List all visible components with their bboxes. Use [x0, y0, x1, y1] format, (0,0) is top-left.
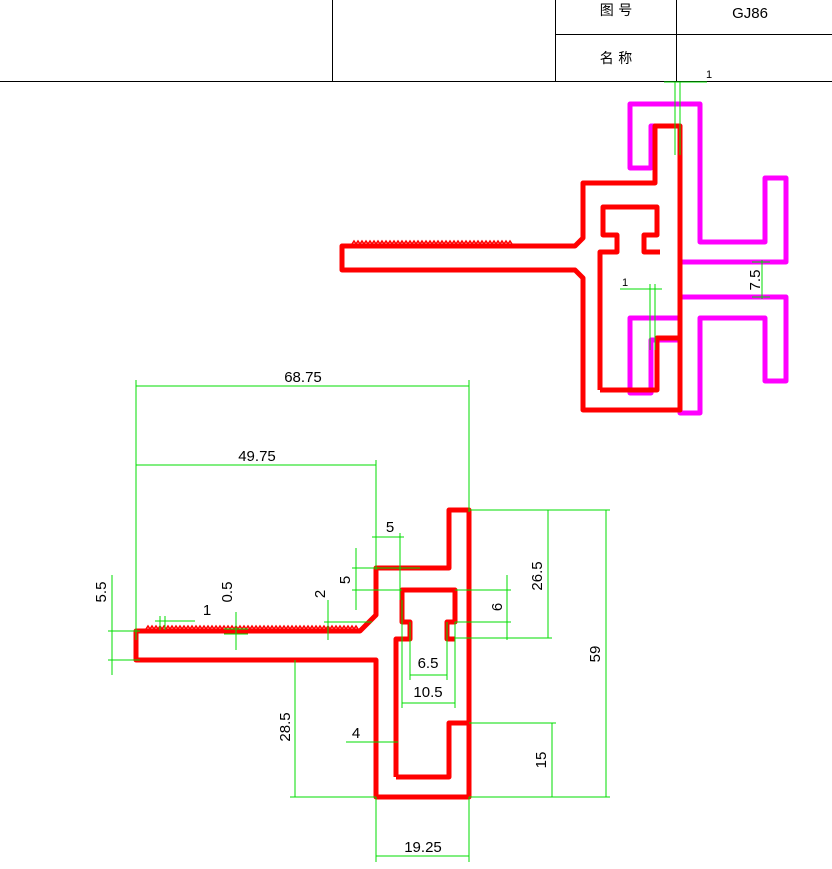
serration-section — [145, 624, 359, 631]
assembly-view: 1 1 7.5 — [339, 69, 789, 416]
dim-19-25-text: 19.25 — [404, 839, 442, 856]
dim-28-5-text: 28.5 — [277, 712, 294, 741]
dim-49-75-text: 49.75 — [238, 448, 276, 465]
profile-assembly-inner-channel — [597, 204, 680, 393]
dim-6-5-text: 6.5 — [418, 655, 439, 672]
dim-2-text: 2 — [312, 590, 329, 598]
dim-0-5-text: 0.5 — [219, 582, 236, 603]
dim-15-text: 15 — [533, 752, 550, 769]
dim-1-mid-text: 1 — [622, 277, 628, 289]
drawing-number-label: 图 号 — [600, 3, 632, 19]
dim-68-75-text: 68.75 — [284, 369, 322, 386]
dim-1-top-text: 1 — [706, 69, 712, 81]
drawing-number-value: GJ86 — [732, 5, 768, 22]
dim-6-text: 6 — [489, 603, 506, 611]
part-name-label: 名 称 — [600, 51, 632, 67]
dim-5-top-text: 5 — [386, 519, 394, 536]
serration-assembly — [351, 239, 513, 246]
mating-profile-bottom — [627, 294, 789, 416]
dim-4-text: 4 — [352, 725, 360, 742]
dim-5-side-text: 5 — [337, 576, 354, 584]
dim-59-text: 59 — [587, 646, 604, 663]
section-view: 68.75 49.75 5 5 2 26.5 59 6 6.5 10. — [93, 369, 610, 862]
dim-26-5-text: 26.5 — [529, 561, 546, 590]
dim-1-text: 1 — [203, 602, 211, 619]
dim-10-5-text: 10.5 — [413, 684, 442, 701]
profile-section — [133, 507, 472, 800]
dim-5-5-text: 5.5 — [93, 582, 110, 603]
dim-7-5-text: 7.5 — [747, 270, 764, 291]
mating-profile-top — [627, 101, 789, 265]
